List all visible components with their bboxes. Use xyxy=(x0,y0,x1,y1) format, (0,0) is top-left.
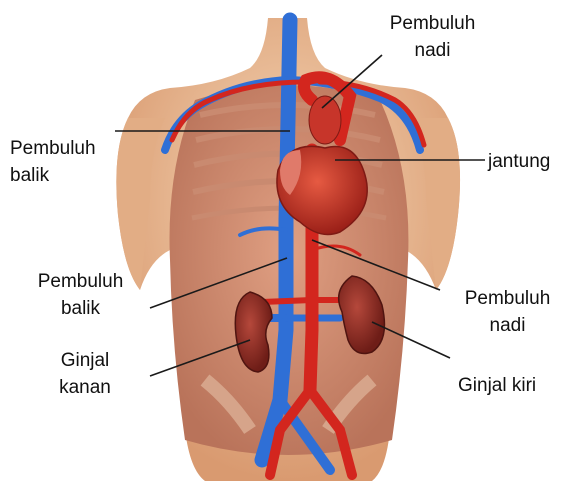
label-artery-mid-line1: Pembuluh xyxy=(455,285,560,312)
label-vein-top: Pembuluh balik xyxy=(10,135,120,189)
label-artery-mid-line2: nadi xyxy=(455,312,560,339)
label-artery-top: Pembuluh nadi xyxy=(385,10,480,64)
label-vein-top-line2: balik xyxy=(10,162,120,189)
aortic-arch xyxy=(309,96,341,144)
label-kidney-left: Ginjal kiri xyxy=(458,372,558,399)
label-artery-top-line2: nadi xyxy=(385,37,480,64)
label-artery-top-line1: Pembuluh xyxy=(385,10,480,37)
label-kidney-right-line1: Ginjal xyxy=(40,347,130,374)
label-artery-mid: Pembuluh nadi xyxy=(455,285,560,339)
label-vein-top-line1: Pembuluh xyxy=(10,135,120,162)
label-kidney-right: Ginjal kanan xyxy=(40,347,130,401)
label-vein-mid-line1: Pembuluh xyxy=(28,268,133,295)
label-vein-mid-line2: balik xyxy=(28,295,133,322)
label-vein-mid: Pembuluh balik xyxy=(28,268,133,322)
label-kidney-right-line2: kanan xyxy=(40,374,130,401)
label-heart: jantung xyxy=(488,148,563,175)
